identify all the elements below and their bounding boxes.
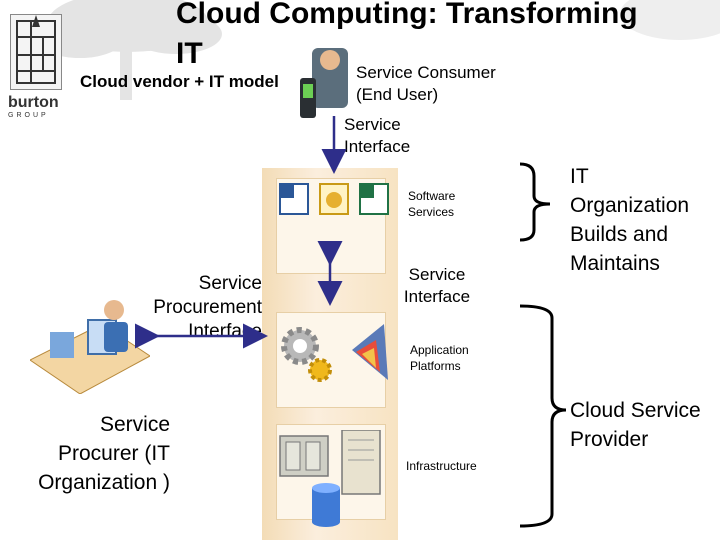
logo-grid-icon (10, 14, 62, 90)
outlook-icon (319, 183, 349, 215)
cloud-group-label: Cloud Service Provider (570, 399, 701, 451)
server-icon (279, 430, 381, 495)
software-icons (279, 183, 389, 215)
consumer-label: Service Consumer (End User) (356, 63, 496, 104)
word-icon (279, 183, 309, 215)
logo-tagline: GROUP (8, 112, 49, 119)
infrastructure-icons (279, 430, 381, 527)
database-icon (312, 483, 340, 527)
it-group-label: IT Organization Builds and Maintains (570, 165, 690, 275)
middle-interface-label: Service Interface (403, 265, 471, 306)
desk-user-icon (30, 300, 150, 394)
platform-icons (281, 324, 388, 382)
app-platform-icon (352, 324, 388, 380)
gears-icon (281, 327, 332, 382)
procurement-interface-label: Service Procurement Interface (153, 273, 262, 342)
procurer-label: Service Procurer (IT Organization ) (38, 413, 170, 494)
infrastructure-label: Infrastructure (406, 459, 477, 473)
logo-name: burton (8, 94, 59, 111)
software-label: Software Services (408, 189, 456, 219)
cloud-bracket (519, 304, 567, 528)
top-interface-label: Service Interface (344, 115, 411, 156)
user-phone-icon (300, 48, 348, 118)
it-bracket (519, 162, 551, 242)
page-title: Cloud Computing: Transforming IT (176, 0, 638, 70)
excel-icon (359, 183, 389, 215)
platform-label: Application Platforms (410, 343, 469, 373)
page-subtitle: Cloud vendor + IT model (80, 72, 279, 91)
tree-icon (620, 0, 720, 40)
